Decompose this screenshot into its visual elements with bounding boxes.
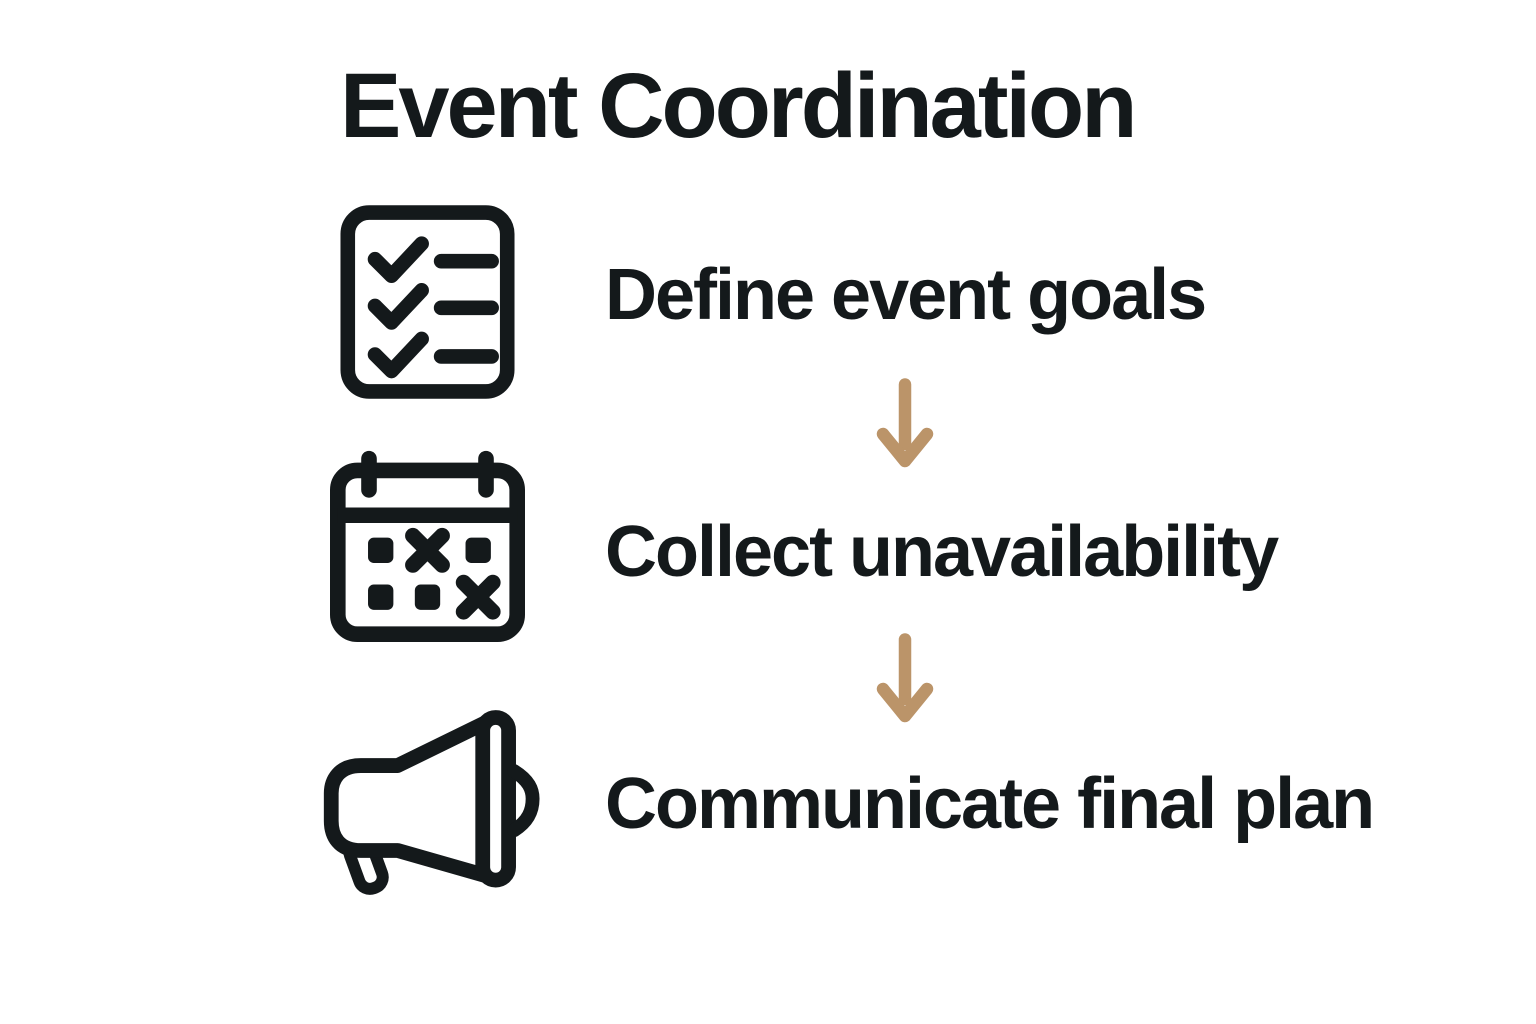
step-label-define-goals: Define event goals (605, 255, 1207, 335)
page-title: Event Coordination (340, 55, 1137, 157)
calendar-unavailability-icon (330, 447, 525, 642)
step-label-collect-unavailability: Collect unavailability (605, 512, 1279, 592)
arrow-down-icon (875, 633, 935, 723)
checklist-icon (340, 204, 515, 400)
arrow-down-icon (875, 378, 935, 468)
step-label-communicate-plan: Communicate final plan (605, 764, 1375, 844)
megaphone-icon (322, 710, 540, 895)
